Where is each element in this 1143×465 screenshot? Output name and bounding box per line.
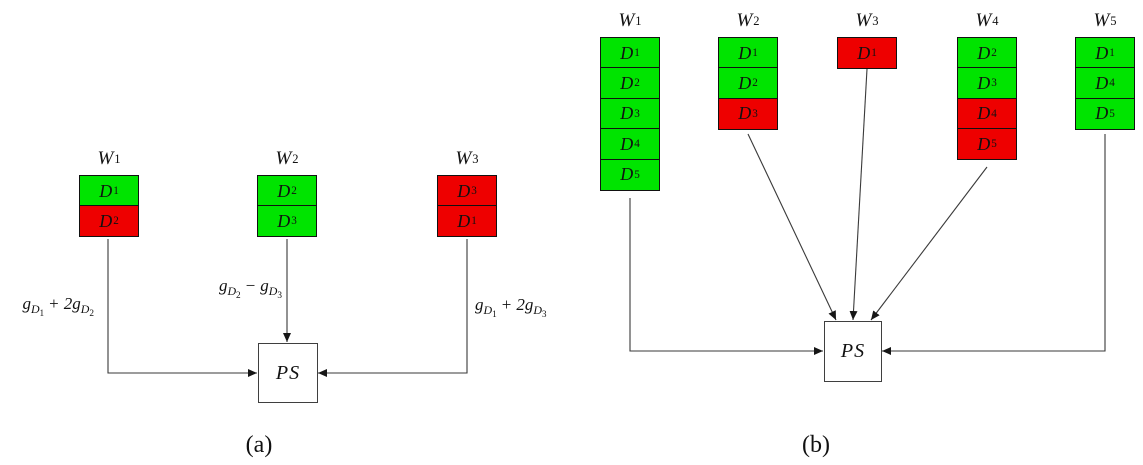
arrow-b-w4-ps [870, 166, 988, 321]
parameter-server-a: PS [258, 343, 318, 403]
arrow-b-w1-ps [629, 198, 823, 355]
parameter-server-b: PS [824, 321, 882, 382]
arrow-a-w3-ps [318, 239, 468, 377]
arrow-b-w3-ps [849, 68, 868, 321]
gradient-label-a2: gD2−gD3 [218, 276, 282, 301]
caption-a: (a) [245, 432, 273, 458]
arrow-a-w1-ps [107, 239, 257, 377]
gradient-label-a1: gD1+2gD2 [22, 294, 94, 319]
gradient-label-a3: gD1+2gD3 [475, 295, 547, 320]
arrow-b-w5-ps [882, 134, 1106, 355]
caption-b: (b) [802, 432, 830, 458]
arrow-b-w2-ps [747, 133, 837, 321]
